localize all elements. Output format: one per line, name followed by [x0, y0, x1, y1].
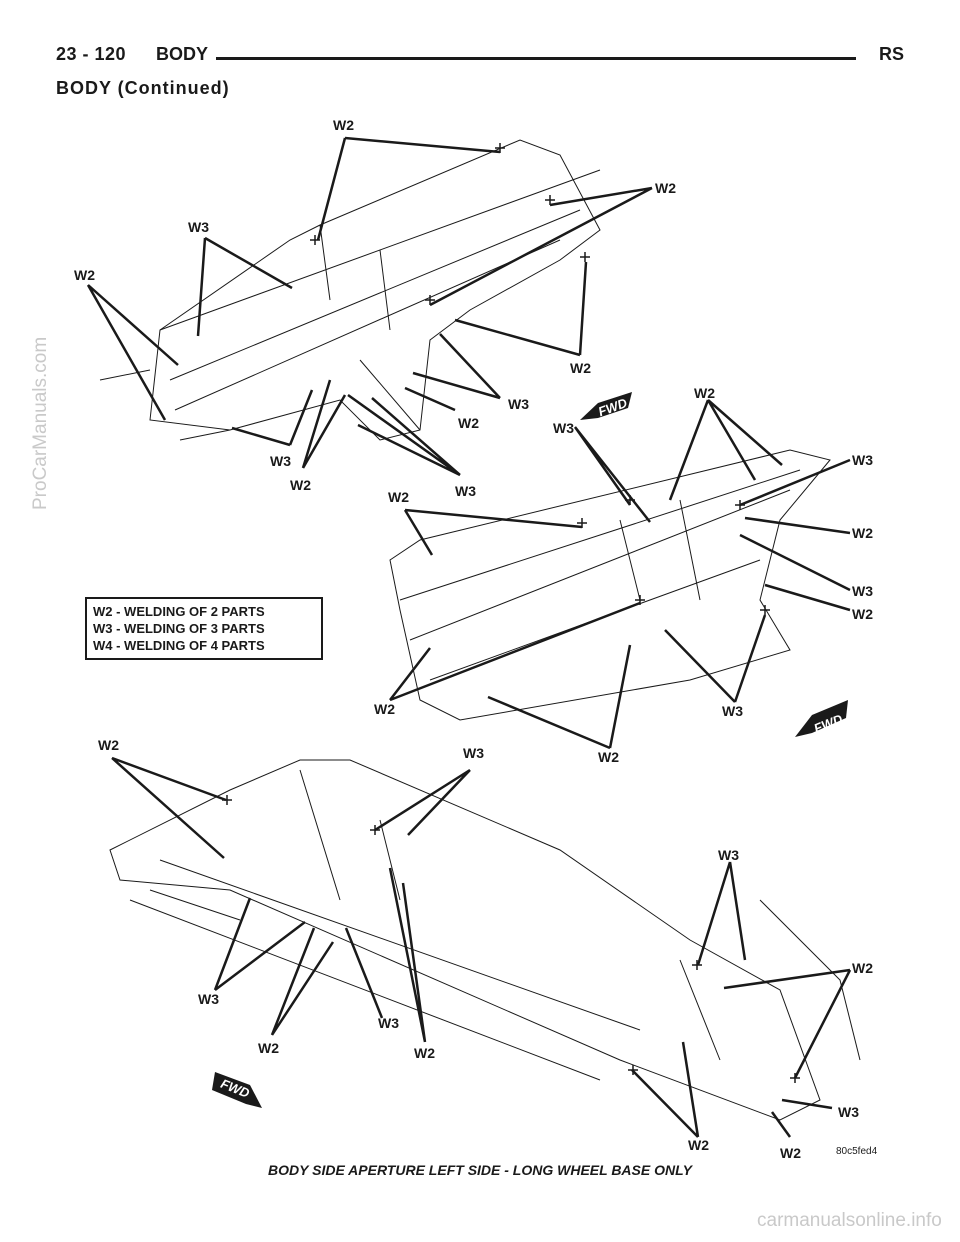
callout-w2: W2: [333, 117, 354, 133]
figure-caption: BODY SIDE APERTURE LEFT SIDE - LONG WHEE…: [268, 1162, 692, 1178]
callout-w2: W2: [290, 477, 311, 493]
legend-item-w4: W4 - WELDING OF 4 PARTS: [93, 638, 265, 653]
callout-w3: W3: [718, 847, 739, 863]
page-number: 23 - 120: [56, 44, 127, 64]
callout-w2: W2: [655, 180, 676, 196]
callout-w3: W3: [852, 583, 873, 599]
fwd-arrow-middle: FWD: [795, 700, 848, 737]
site-watermark: carmanualsonline.info: [757, 1210, 942, 1231]
svg-text:FWD: FWD: [596, 395, 630, 419]
callout-w2: W2: [598, 749, 619, 765]
lower-panel-outline: [109, 759, 821, 1121]
callout-w3: W3: [722, 703, 743, 719]
middle-panel-outline: [389, 449, 831, 721]
callout-w3: W3: [378, 1015, 399, 1031]
header-rule: [216, 57, 856, 60]
callout-w2: W2: [388, 489, 409, 505]
callout-w2: W2: [852, 525, 873, 541]
callout-w3: W3: [270, 453, 291, 469]
callout-w2: W2: [852, 960, 873, 976]
callout-w3: W3: [188, 219, 209, 235]
callout-w2: W2: [852, 606, 873, 622]
section-title: BODY: [156, 44, 209, 64]
callout-w2: W2: [694, 385, 715, 401]
callout-w3: W3: [852, 452, 873, 468]
callout-w3: W3: [838, 1104, 859, 1120]
continued-heading: BODY (Continued): [56, 78, 230, 98]
upper-panel-outline: [149, 139, 601, 441]
callout-w2: W2: [780, 1145, 801, 1161]
model-code: RS: [878, 44, 904, 64]
weld-legend: W2 - WELDING OF 2 PARTS W3 - WELDING OF …: [85, 597, 323, 660]
callout-w2: W2: [570, 360, 591, 376]
side-watermark: ProCarManuals.com: [30, 336, 51, 510]
callout-w2: W2: [258, 1040, 279, 1056]
fwd-arrow-top: FWD: [580, 392, 632, 420]
callout-w3: W3: [463, 745, 484, 761]
callout-w2: W2: [414, 1045, 435, 1061]
callout-w3: W3: [198, 991, 219, 1007]
page-header: 23 - 120 BODY RS: [56, 44, 904, 74]
callout-w3: W3: [553, 420, 574, 436]
fwd-arrow-lower: FWD: [212, 1072, 262, 1108]
callout-w2: W2: [374, 701, 395, 717]
callout-w2: W2: [688, 1137, 709, 1153]
callout-w2: W2: [74, 267, 95, 283]
legend-item-w2: W2 - WELDING OF 2 PARTS: [93, 604, 265, 619]
callout-w2: W2: [98, 737, 119, 753]
legend-item-w3: W3 - WELDING OF 3 PARTS: [93, 621, 265, 636]
figure-reference: 80c5fed4: [836, 1146, 878, 1157]
callout-w2: W2: [458, 415, 479, 431]
callout-w3: W3: [508, 396, 529, 412]
callout-w3: W3: [455, 483, 476, 499]
